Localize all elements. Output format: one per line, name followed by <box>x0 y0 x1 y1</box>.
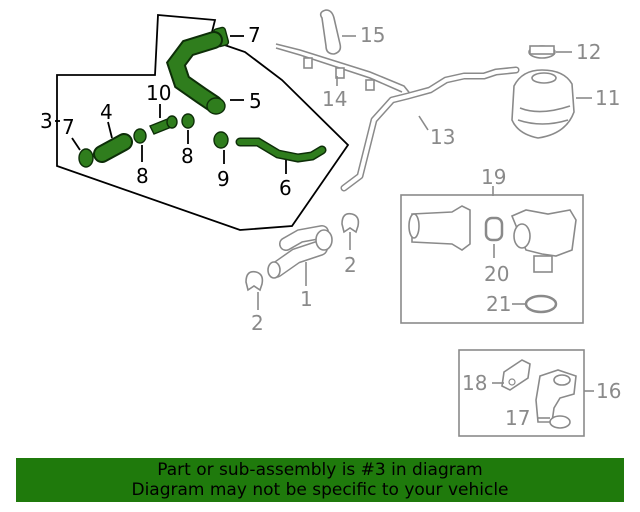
part-9-clamp[interactable] <box>213 131 229 164</box>
callout-20: 20 <box>484 262 509 286</box>
part-10-fitting[interactable] <box>149 104 178 135</box>
callout-2-right: 2 <box>344 253 357 277</box>
banner-line-2: Diagram may not be specific to your vehi… <box>131 480 509 500</box>
part-2-clamp-bottom[interactable] <box>245 270 264 310</box>
part-13-coolant-pipe[interactable] <box>340 66 520 192</box>
part-4-short-hose[interactable] <box>93 121 133 163</box>
part-6-lower-hose[interactable] <box>235 137 327 174</box>
callout-7-top: 7 <box>248 23 261 47</box>
part-14-bracket-pipe[interactable] <box>275 43 413 97</box>
callout-19: 19 <box>481 165 506 189</box>
callout-12: 12 <box>576 40 601 64</box>
callout-18: 18 <box>462 371 487 395</box>
callout-16: 16 <box>596 379 621 403</box>
callout-8-right: 8 <box>181 144 194 168</box>
part-1-hose[interactable] <box>267 225 333 286</box>
part-19-thermostat-box[interactable] <box>400 186 584 324</box>
banner-line-1: Part or sub-assembly is #3 in diagram <box>157 460 483 480</box>
callout-4: 4 <box>100 100 113 124</box>
callout-11: 11 <box>595 86 620 110</box>
part-8-clamp-left[interactable] <box>133 128 147 162</box>
part-7-clamp-left[interactable] <box>71 137 94 168</box>
callout-8-left: 8 <box>136 164 149 188</box>
part-16-outlet-box[interactable] <box>458 349 594 437</box>
callout-17: 17 <box>505 406 530 430</box>
callout-15: 15 <box>360 23 385 47</box>
callout-7-left: 7 <box>62 115 75 139</box>
part-2-clamp-top[interactable] <box>341 212 360 250</box>
part-11-coolant-reservoir[interactable] <box>511 69 592 139</box>
callout-3: 3 <box>40 109 53 133</box>
callout-21: 21 <box>486 292 511 316</box>
callout-14: 14 <box>322 87 347 111</box>
part-5-upper-hose[interactable] <box>165 31 244 115</box>
callout-9: 9 <box>217 167 230 191</box>
part-15-pipe[interactable] <box>319 9 356 55</box>
callout-2-bottom: 2 <box>251 311 264 335</box>
part-12-reservoir-cap[interactable] <box>528 45 572 59</box>
callout-10: 10 <box>146 81 171 105</box>
info-banner: Part or sub-assembly is #3 in diagram Di… <box>16 458 624 502</box>
part-8-clamp-right[interactable] <box>181 113 195 144</box>
callout-5: 5 <box>249 89 262 113</box>
callout-13: 13 <box>430 125 455 149</box>
callout-1: 1 <box>300 287 313 311</box>
callout-6: 6 <box>279 176 292 200</box>
